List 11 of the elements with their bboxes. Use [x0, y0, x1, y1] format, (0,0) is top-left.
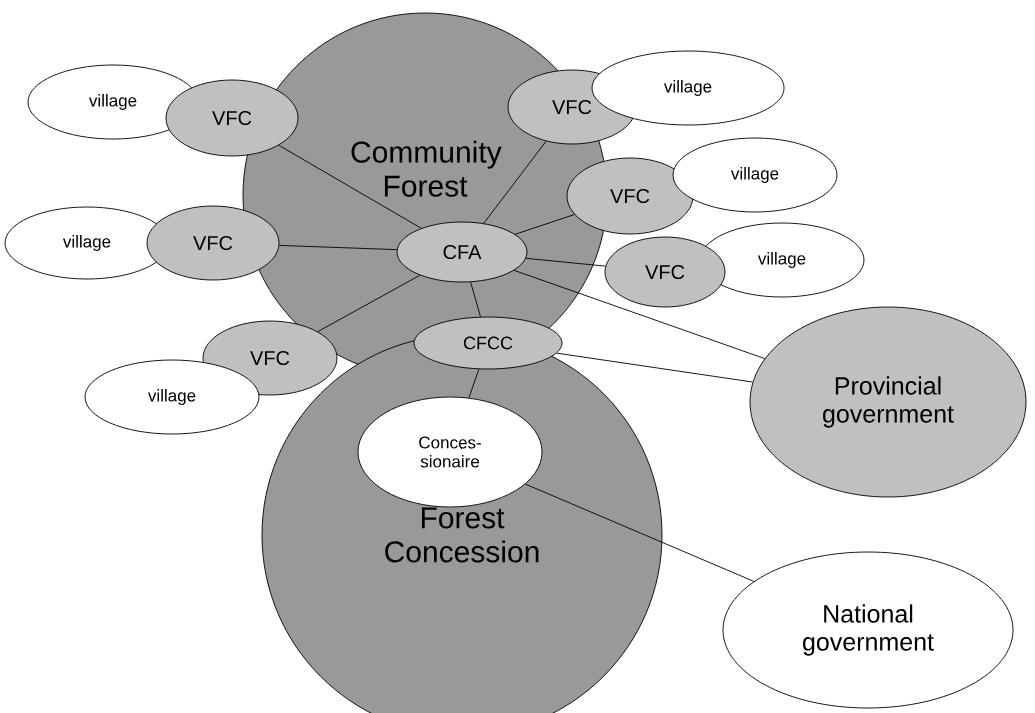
connector-line	[514, 214, 575, 235]
connector-line	[470, 281, 481, 318]
connector-line	[278, 244, 398, 251]
connector-line	[483, 140, 547, 224]
connector-line	[317, 274, 421, 333]
connector-line	[524, 483, 755, 582]
connector-line	[468, 368, 480, 399]
connector-line	[278, 144, 422, 229]
connector-line	[525, 257, 606, 267]
connector-line	[556, 352, 754, 383]
connector-line	[513, 269, 766, 360]
